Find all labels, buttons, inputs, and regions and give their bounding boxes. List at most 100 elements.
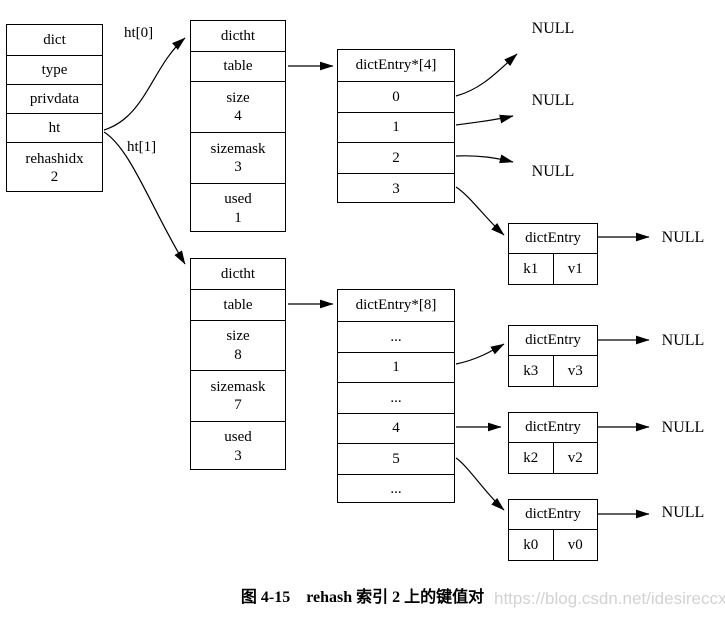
entry-k2-title: dictEntry — [509, 413, 597, 442]
entry-k3-value: v3 — [552, 356, 598, 387]
entry-k0-kv: k0 v0 — [509, 529, 597, 561]
array8-header: dictEntry*[8] — [338, 290, 454, 321]
figure-caption: 图 4-15 rehash 索引 2 上的键值对 — [240, 589, 485, 606]
dictht1-table-text: table — [223, 296, 253, 313]
array4-slot-2: 2 — [338, 142, 454, 173]
entry-k3-kv: k3 v3 — [509, 355, 597, 387]
dict-field-type: type — [7, 55, 102, 84]
dictht0-sizemask-value: 3 — [234, 159, 242, 175]
entry-k1-title: dictEntry — [509, 224, 597, 253]
arrow-slot1b-to-entry-k3 — [455, 343, 505, 365]
rehashidx-label: rehashidx — [25, 150, 84, 167]
dictht0-field-size: size 4 — [191, 81, 285, 132]
entry-k0-title: dictEntry — [509, 500, 597, 529]
array8-header-text: dictEntry*[8] — [355, 297, 437, 314]
dictht1-box: dictht table size 8 sizemask 7 used 3 — [190, 258, 286, 470]
array8-slot-1-text: 1 — [392, 359, 400, 376]
dictht1-sizemask-value: 7 — [234, 397, 242, 413]
dictht0-size-value: 4 — [234, 108, 242, 124]
array4-slot-1: 1 — [338, 112, 454, 142]
dict-title-text: dict — [43, 31, 66, 48]
entry-k2-key: k2 — [523, 450, 539, 466]
array8-slot-dots2-text: ... — [390, 389, 402, 406]
null-label-k3: NULL — [661, 332, 705, 349]
arrow-slot0-to-null — [455, 53, 518, 97]
dictht1-size-value: 8 — [234, 346, 242, 363]
array4-slot-0-text: 0 — [392, 88, 400, 105]
dictht0-field-used: used 1 — [191, 183, 285, 233]
entry-k0-key: k0 — [523, 537, 539, 553]
dictht0-title-text: dictht — [220, 27, 256, 44]
dictht0-size-label: size — [226, 89, 250, 106]
entry-k2-box: dictEntry k2 v2 — [508, 412, 598, 474]
dictht0-field-table: table — [191, 51, 285, 81]
dictht0-title: dictht — [191, 21, 285, 51]
entry-k2-value: v2 — [552, 443, 598, 474]
dictht0-sizemask-label: sizemask — [210, 140, 266, 157]
dictht0-used-value: 1 — [234, 209, 242, 226]
entry-k3-title-text: dictEntry — [525, 332, 581, 349]
array8-slot-4-text: 4 — [392, 420, 400, 437]
array8-slot-dots1: ... — [338, 321, 454, 352]
array8-slot-dots3: ... — [338, 474, 454, 504]
null-label-slot2: NULL — [531, 163, 575, 180]
null-label-k2: NULL — [661, 419, 705, 436]
array8-slot-dots3-text: ... — [390, 481, 402, 498]
dictht1-used-value: 3 — [234, 447, 242, 464]
dict-field-type-text: type — [41, 61, 68, 78]
dictht1-field-size: size 8 — [191, 320, 285, 370]
null-label-k0: NULL — [661, 504, 705, 521]
dictht1-title: dictht — [191, 259, 285, 289]
arrow-slot3-to-entry-k1 — [455, 186, 505, 236]
array8-slot-1: 1 — [338, 352, 454, 382]
arrow-slot5-to-entry-k0 — [455, 457, 505, 511]
array4-header: dictEntry*[4] — [338, 50, 454, 81]
entry-k3-title: dictEntry — [509, 326, 597, 355]
array4-slot-2-text: 2 — [392, 149, 400, 166]
entry-k0-value: v0 — [552, 530, 598, 561]
dictht1-size-label: size — [226, 328, 250, 345]
dictht0-used-label: used — [224, 191, 252, 208]
arrow-slot2-to-null — [455, 154, 514, 164]
entry-k1-box: dictEntry k1 v1 — [508, 223, 598, 285]
array8-slot-dots2: ... — [338, 382, 454, 413]
dictht1-field-table: table — [191, 289, 285, 320]
label-ht1: ht[1] — [127, 139, 157, 155]
watermark-url: https://blog.csdn.net/idesireccx — [494, 589, 725, 608]
entry-k1-key: k1 — [523, 261, 539, 277]
entry-k3-key: k3 — [523, 363, 539, 379]
entry-k2-title-text: dictEntry — [525, 419, 581, 436]
array8-slot-dots1-text: ... — [390, 328, 402, 345]
dictht1-used-label: used — [224, 429, 252, 446]
array8-slot-4: 4 — [338, 413, 454, 443]
rehashidx-value: 2 — [50, 169, 59, 185]
array8-box: dictEntry*[8] ... 1 ... 4 5 ... — [337, 289, 455, 503]
dict-field-privdata: privdata — [7, 84, 102, 113]
entry-k3-box: dictEntry k3 v3 — [508, 325, 598, 387]
dictht1-field-used: used 3 — [191, 421, 285, 471]
entry-k1-kv: k1 v1 — [509, 253, 597, 285]
entry-k0-title-text: dictEntry — [525, 506, 581, 523]
dictht1-title-text: dictht — [220, 265, 256, 282]
array4-slot-3: 3 — [338, 173, 454, 204]
dict-field-ht-text: ht — [48, 119, 61, 136]
null-label-k1: NULL — [661, 229, 705, 246]
label-ht0: ht[0] — [124, 25, 154, 41]
entry-k2-kv: k2 v2 — [509, 442, 597, 474]
array8-slot-5: 5 — [338, 443, 454, 474]
dict-field-privdata-text: privdata — [29, 90, 80, 107]
dictht1-field-sizemask: sizemask 7 — [191, 370, 285, 421]
arrow-ht0 — [103, 37, 186, 131]
entry-k1-value: v1 — [552, 254, 598, 285]
array4-header-text: dictEntry*[4] — [355, 57, 437, 74]
array8-slot-5-text: 5 — [392, 450, 400, 467]
dictht0-box: dictht table size 4 sizemask 3 used 1 — [190, 20, 286, 232]
array4-slot-1-text: 1 — [392, 119, 400, 136]
null-label-slot1: NULL — [531, 92, 575, 109]
entry-k1-title-text: dictEntry — [525, 230, 581, 247]
entry-k0-box: dictEntry k0 v0 — [508, 499, 598, 561]
dict-struct-box: dict type privdata ht rehashidx 2 — [6, 24, 103, 192]
dictht1-sizemask-label: sizemask — [210, 378, 266, 395]
dict-field-ht: ht — [7, 113, 102, 142]
